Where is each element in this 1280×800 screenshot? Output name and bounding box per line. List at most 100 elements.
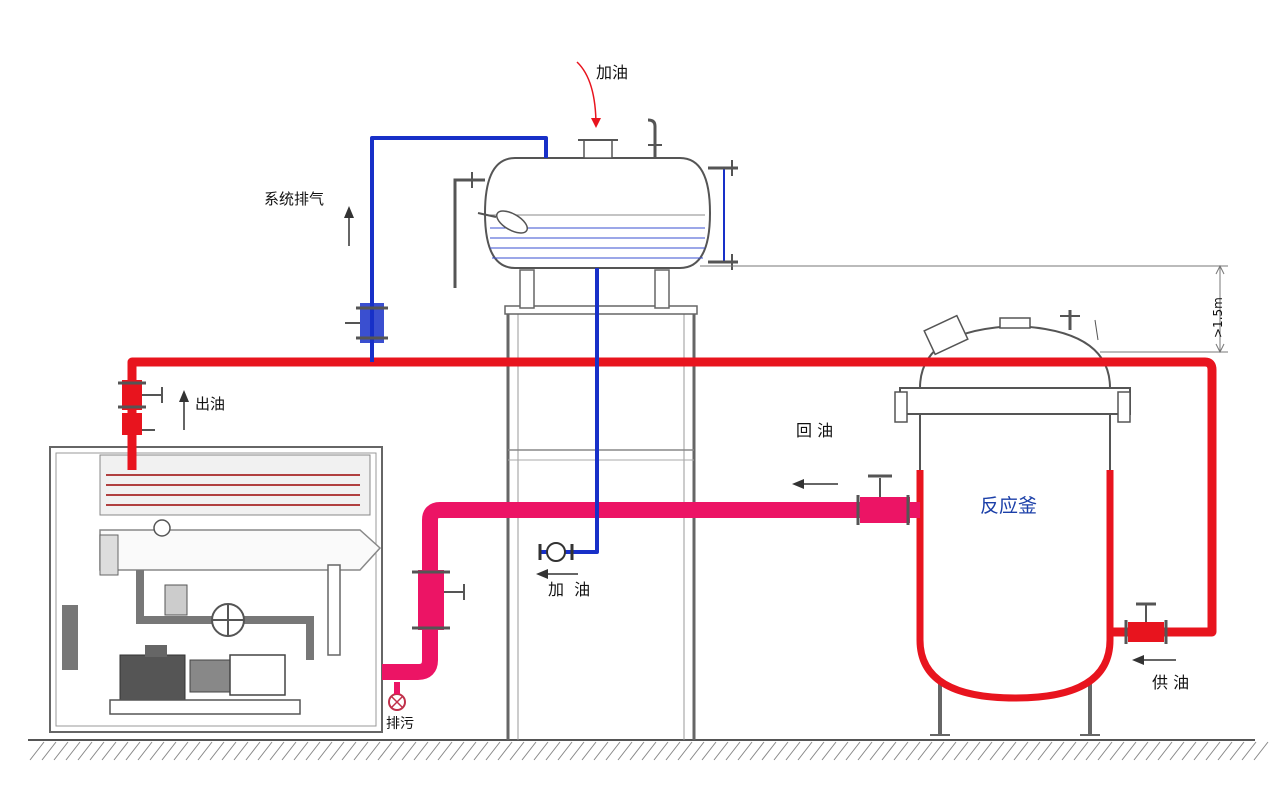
ground-hatch-mark xyxy=(821,741,837,761)
ground-hatch-mark xyxy=(905,741,921,761)
ground-hatch-mark xyxy=(629,741,645,761)
ground-hatch-mark xyxy=(389,741,405,761)
ground-hatch-mark xyxy=(77,741,93,761)
label-supply-oil: 供 油 xyxy=(1152,673,1189,692)
ground-hatch-mark xyxy=(485,741,501,761)
circulation-pump xyxy=(109,645,301,715)
ground-hatch-mark xyxy=(329,741,345,761)
ground-hatch-mark xyxy=(917,741,933,761)
ground-hatch-mark xyxy=(1229,741,1245,761)
expansion-tank xyxy=(453,118,738,309)
ground-hatch-mark xyxy=(101,741,117,761)
drain-valve xyxy=(388,682,406,711)
ground-hatch-mark xyxy=(509,741,525,761)
ground-hatch-mark xyxy=(545,741,561,761)
ground-hatch-mark xyxy=(845,741,861,761)
ground-hatch-mark xyxy=(701,741,717,761)
ground-hatch-mark xyxy=(881,741,897,761)
label-add-oil-bottom: 加 油 xyxy=(548,580,590,599)
return-valve-vertical xyxy=(412,570,465,630)
label-height-note: >1.5m xyxy=(1211,297,1225,338)
ground-hatch-mark xyxy=(149,741,165,761)
outlet-valve-upper xyxy=(118,380,163,410)
ground-hatch-mark xyxy=(1049,741,1065,761)
ground-hatch-mark xyxy=(1097,741,1113,761)
ground-hatch-mark xyxy=(1025,741,1041,761)
ground-hatch-mark xyxy=(341,741,357,761)
ground-hatch-mark xyxy=(125,741,141,761)
ground-hatch-mark xyxy=(1133,741,1149,761)
ground-hatch-mark xyxy=(989,741,1005,761)
ground-hatch-mark xyxy=(281,741,297,761)
ground-hatch-mark xyxy=(1253,741,1269,761)
ground-hatch-mark xyxy=(245,741,261,761)
ground-hatch-mark xyxy=(1037,741,1053,761)
ground-hatch-mark xyxy=(269,741,285,761)
label-system-vent: 系统排气 xyxy=(264,190,324,208)
ground-hatch-mark xyxy=(557,741,573,761)
ground-hatch-mark xyxy=(89,741,105,761)
ground-hatch-mark xyxy=(449,741,465,761)
ground-hatch-mark xyxy=(1109,741,1125,761)
ground-hatch-mark xyxy=(257,741,273,761)
ground-hatch-mark xyxy=(893,741,909,761)
ground-hatch-mark xyxy=(1061,741,1077,761)
ground-hatch-mark xyxy=(1121,741,1137,761)
ground-hatch-mark xyxy=(941,741,957,761)
ground-hatch-mark xyxy=(569,741,585,761)
ground-hatch-mark xyxy=(1181,741,1197,761)
ground-hatch-mark xyxy=(617,741,633,761)
ground-hatch-mark xyxy=(65,741,81,761)
outlet-valve-lower xyxy=(122,413,155,435)
ground-hatch-mark xyxy=(1205,741,1221,761)
label-drain: 排污 xyxy=(386,716,414,732)
return-oil-arrow-icon xyxy=(792,479,838,489)
ground-hatch-mark xyxy=(1157,741,1173,761)
system-vent-arrow-icon xyxy=(344,206,354,246)
ground-hatch-mark xyxy=(677,741,693,761)
ground-hatch-mark xyxy=(1241,741,1257,761)
ground-hatch-mark xyxy=(209,741,225,761)
ground-hatch-mark xyxy=(365,741,381,761)
ground-hatch-mark xyxy=(473,741,489,761)
ground-hatch-mark xyxy=(377,741,393,761)
ground-hatch-mark xyxy=(965,741,981,761)
ground-hatch-mark xyxy=(221,741,237,761)
ground-hatch-mark xyxy=(713,741,729,761)
ground-hatch-mark xyxy=(605,741,621,761)
ground-hatch-mark xyxy=(689,741,705,761)
height-dimension xyxy=(700,264,1228,354)
ground-hatch-mark xyxy=(413,741,429,761)
ground-hatch-mark xyxy=(797,741,813,761)
oil-out-arrow-icon xyxy=(179,390,189,430)
ground-hatch-mark xyxy=(437,741,453,761)
ground-hatch-mark xyxy=(977,741,993,761)
vent-valve xyxy=(345,303,388,343)
ground-hatch-mark xyxy=(173,741,189,761)
ground-hatch-mark xyxy=(1013,741,1029,761)
ground-hatch-mark xyxy=(1145,741,1161,761)
ground-hatch-mark xyxy=(197,741,213,761)
label-reactor: 反应釜 xyxy=(980,495,1037,517)
label-return-oil: 回 油 xyxy=(796,421,833,440)
ground-hatch-mark xyxy=(29,741,45,761)
label-add-oil-top: 加油 xyxy=(596,63,628,82)
ground-hatch-mark xyxy=(869,741,885,761)
ground-hatch-mark xyxy=(317,741,333,761)
ground-hatch-mark xyxy=(929,741,945,761)
return-valve xyxy=(856,474,910,525)
ground-hatch-mark xyxy=(461,741,477,761)
ground-hatch-mark xyxy=(761,741,777,761)
ground-hatch-mark xyxy=(1193,741,1209,761)
arrows xyxy=(179,61,1176,665)
ground-hatch-mark xyxy=(425,741,441,761)
ground-hatch-mark xyxy=(953,741,969,761)
ground-hatch-mark xyxy=(137,741,153,761)
ground-hatch-mark xyxy=(581,741,597,761)
add-oil-top-arrow-icon xyxy=(576,61,601,128)
ground-hatch-mark xyxy=(809,741,825,761)
ground-hatch-mark xyxy=(641,741,657,761)
level-gauge xyxy=(708,160,738,270)
supply-valve xyxy=(1124,602,1168,644)
